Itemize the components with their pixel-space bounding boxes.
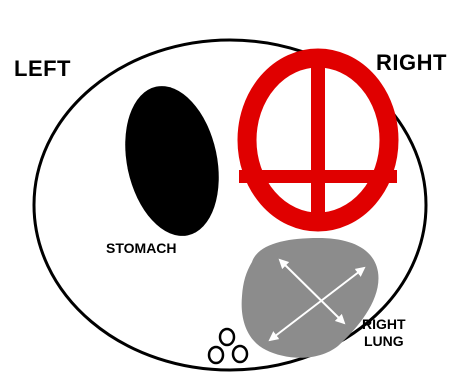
right-label: RIGHT [376, 50, 447, 76]
right-lung-label-line1: RIGHT [362, 316, 406, 333]
right-lung-shape [242, 238, 379, 358]
right-lung-label: RIGHT LUNG [362, 316, 406, 350]
heart-ring-icon [239, 58, 397, 222]
right-lung-label-line2: LUNG [362, 333, 406, 350]
left-label: LEFT [14, 56, 71, 82]
stomach-shape [112, 77, 232, 244]
bowel-circles-icon [209, 329, 247, 363]
stomach-label: STOMACH [106, 240, 177, 256]
